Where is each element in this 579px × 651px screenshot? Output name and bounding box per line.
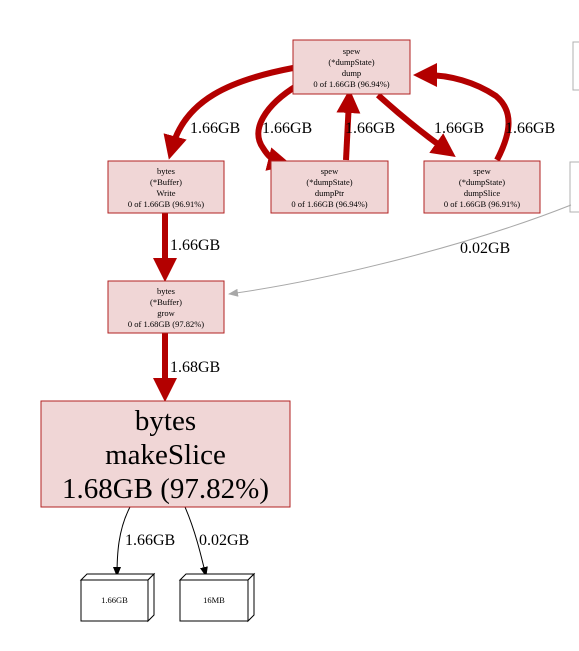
node-spew-dumpslice-line-2: (*dumpState) — [459, 177, 505, 187]
node-spew-dump-line-2: (*dumpState) — [328, 57, 374, 67]
node-spew-dump-line-3: dump — [342, 68, 361, 78]
node-bytes-makeslice-line-3: 1.68GB (97.82%) — [62, 473, 269, 505]
node-bytes-makeslice[interactable]: bytes makeSlice 1.68GB (97.82%) — [40, 400, 291, 508]
node-spew-dumpptr-line-3: dumpPtr — [315, 188, 344, 198]
node-bytes-grow-line-1: bytes — [157, 286, 175, 296]
edge-dump-to-dumpslice — [375, 92, 456, 157]
node-bytes-write-line-4: 0 of 1.66GB (96.91%) — [128, 199, 204, 209]
edge-label-makeslice-to-left: 1.66GB — [125, 532, 175, 549]
edge-label-dumpptr-to-dump: 1.66GB — [345, 120, 395, 137]
edge-label-makeslice-to-right: 0.02GB — [199, 532, 249, 549]
offscreen-node-top — [572, 41, 579, 91]
edge-makeslice-to-left — [113, 506, 131, 577]
node-bytes-grow[interactable]: bytes (*Buffer) grow 0 of 1.68GB (97.82%… — [107, 280, 225, 334]
node-spew-dumpslice[interactable]: spew (*dumpState) dumpSlice 0 of 1.66GB … — [423, 160, 541, 214]
node-bytes-write-line-2: (*Buffer) — [150, 177, 182, 187]
edges — [113, 63, 572, 577]
node-spew-dumpptr[interactable]: spew (*dumpState) dumpPtr 0 of 1.66GB (9… — [270, 160, 389, 214]
edge-dumpslice-to-dump — [413, 63, 512, 162]
edge-label-write-to-grow: 1.66GB — [170, 237, 220, 254]
node-bytes-grow-line-3: grow — [157, 308, 175, 318]
edge-dumpptr-to-dump — [336, 89, 361, 161]
node-bytes-makeslice-line-1: bytes — [135, 405, 196, 437]
edge-label-dump-to-dumpslice: 1.66GB — [434, 120, 484, 137]
edge-label-dump-to-write: 1.66GB — [190, 120, 240, 137]
node-bytes-makeslice-line-2: makeSlice — [105, 439, 226, 471]
node-bytes-write-line-1: bytes — [157, 166, 175, 176]
edge-makeslice-to-right — [184, 506, 208, 577]
edge-dump-to-write — [163, 65, 294, 160]
node-spew-dumpptr-line-4: 0 of 1.66GB (96.94%) — [291, 199, 367, 209]
edge-label-dumpslice-to-dump: 1.66GB — [505, 120, 555, 137]
leaf-node-right-label: 16MB — [203, 595, 225, 605]
offscreen-node-middle — [569, 161, 579, 213]
edge-label-dump-to-dumpptr: 1.66GB — [262, 120, 312, 137]
node-bytes-grow-line-4: 0 of 1.68GB (97.82%) — [128, 319, 204, 329]
edge-dump-to-dumpptr — [255, 82, 300, 171]
edge-label-grow-to-makeslice: 1.68GB — [170, 359, 220, 376]
node-spew-dumpslice-line-3: dumpSlice — [464, 188, 501, 198]
node-bytes-write[interactable]: bytes (*Buffer) Write 0 of 1.66GB (96.91… — [107, 160, 225, 214]
leaf-node-right[interactable]: 16MB — [178, 572, 256, 623]
node-spew-dumpptr-line-1: spew — [321, 166, 339, 176]
leaf-node-left[interactable]: 1.66GB — [79, 572, 156, 623]
node-bytes-write-line-3: Write — [156, 188, 175, 198]
node-spew-dump[interactable]: spew (*dumpState) dump 0 of 1.66GB (96.9… — [292, 39, 411, 95]
node-spew-dump-line-1: spew — [343, 46, 361, 56]
edge-label-offscreen-to-grow: 0.02GB — [460, 240, 510, 257]
node-spew-dumpptr-line-2: (*dumpState) — [306, 177, 352, 187]
edge-offscreen-to-grow — [228, 204, 572, 297]
leaf-node-left-label: 1.66GB — [101, 595, 128, 605]
node-spew-dumpslice-line-4: 0 of 1.66GB (96.91%) — [444, 199, 520, 209]
node-bytes-grow-line-2: (*Buffer) — [150, 297, 182, 307]
node-spew-dump-line-4: 0 of 1.66GB (96.94%) — [313, 79, 389, 89]
node-spew-dumpslice-line-1: spew — [473, 166, 491, 176]
